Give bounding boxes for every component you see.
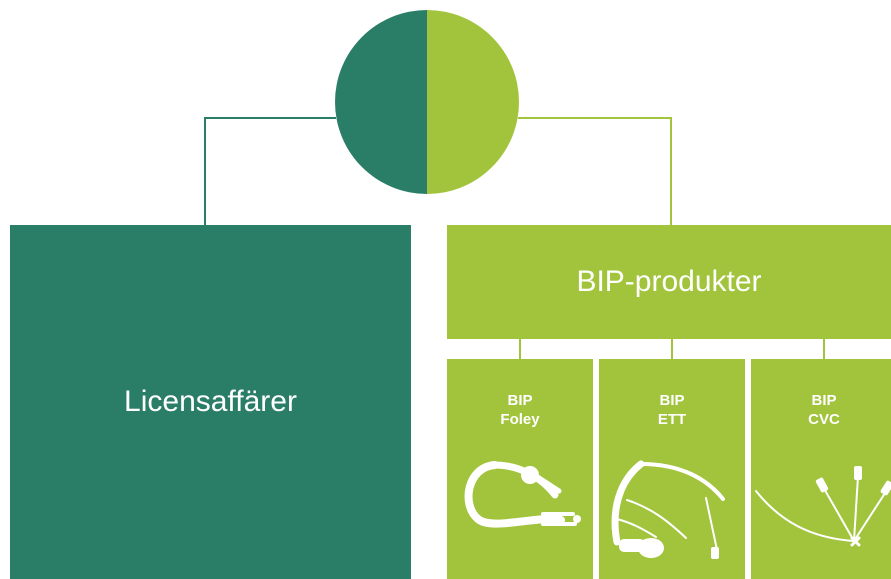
- bip-cvc-title: BIP CVC: [751, 391, 891, 429]
- bip-ett-card: BIP ETT: [599, 359, 745, 579]
- bip-cvc-line-2: CVC: [808, 411, 840, 428]
- bip-products-box: BIP-produkter: [447, 225, 891, 339]
- foley-catheter-icon: [464, 461, 581, 528]
- bip-foley-card: BIP Foley: [447, 359, 593, 579]
- split-circle-right-half: [427, 10, 519, 194]
- bip-cvc-card: BIP CVC: [751, 359, 891, 579]
- licensing-label: Licensaffärer: [124, 385, 297, 418]
- bip-foley-line-2: Foley: [500, 411, 540, 428]
- bip-foley-title: BIP Foley: [447, 391, 593, 429]
- right-connector-line: [518, 117, 672, 225]
- split-circle-left-half: [335, 10, 427, 194]
- central-venous-catheter-icon: [755, 466, 891, 547]
- bip-foley-line-1: BIP: [507, 392, 533, 409]
- endotracheal-tube-icon: [611, 460, 725, 559]
- bip-ett-title: BIP ETT: [599, 391, 745, 429]
- bip-ett-line-1: BIP: [659, 392, 685, 409]
- licensing-box: Licensaffärer: [10, 225, 411, 579]
- bip-cvc-line-1: BIP: [811, 392, 837, 409]
- bip-ett-line-2: ETT: [657, 411, 687, 428]
- bip-products-label: BIP-produkter: [576, 265, 762, 298]
- left-connector-line: [204, 117, 336, 225]
